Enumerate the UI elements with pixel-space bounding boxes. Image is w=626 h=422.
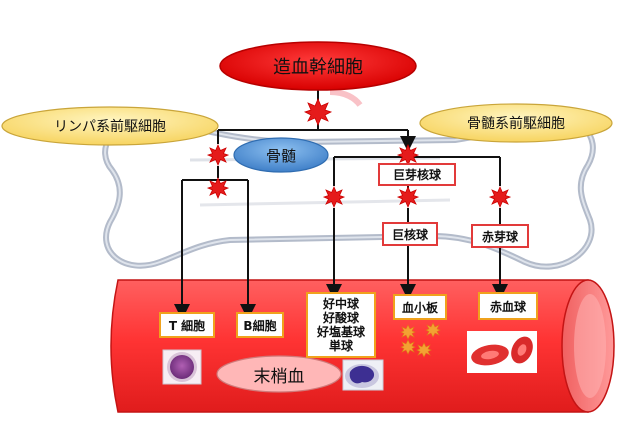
peripheral-blood-label: 末梢血 (253, 366, 305, 387)
lymphoid-progenitor-oval (1, 106, 219, 146)
platelet-box: 血小板 (393, 294, 447, 320)
basophil-label: 好塩基球 (316, 325, 365, 339)
t-cell-box: T 細胞 (159, 312, 215, 338)
granulocyte-box: 好中球 好酸球 好塩基球 単球 (306, 292, 376, 358)
monocyte-label: 単球 (328, 339, 353, 353)
lymphocyte-image (162, 349, 202, 385)
bone-marrow-label: 骨髄 (265, 146, 296, 165)
star-hsc (303, 97, 333, 127)
stem-cell-stars (206, 97, 512, 209)
myeloid-progenitor-label: 骨髄系前駆細胞 (467, 116, 565, 132)
myeloid-progenitor-oval (419, 103, 613, 143)
red-blood-cell-image (467, 331, 537, 373)
b-cell-box: B細胞 (236, 312, 284, 338)
hsc-label: 造血幹細胞 (273, 57, 363, 78)
hsc-oval (219, 41, 417, 91)
star-erythroid (488, 185, 512, 209)
platelet-stars (400, 322, 441, 358)
neutrophil-label: 好中球 (322, 297, 359, 311)
star-myeloid (396, 143, 420, 167)
bone-marrow-oval (233, 137, 329, 173)
erythroblast-box: 赤芽球 (471, 224, 529, 248)
star-granulocyte (322, 185, 346, 209)
megakaryoblast-box: 巨芽核球 (378, 163, 456, 186)
star-lymphoid (206, 143, 230, 167)
monocyte-image (342, 359, 384, 391)
eosinophil-label: 好酸球 (322, 311, 359, 325)
star-lymphoid-2 (206, 176, 230, 200)
star-megakaryocyte (396, 185, 420, 209)
peripheral-blood-oval (216, 355, 342, 393)
lymphoid-progenitor-label: リンパ系前駆細胞 (54, 119, 166, 135)
rbc-box: 赤血球 (478, 292, 538, 320)
megakaryocyte-box: 巨核球 (382, 222, 438, 246)
